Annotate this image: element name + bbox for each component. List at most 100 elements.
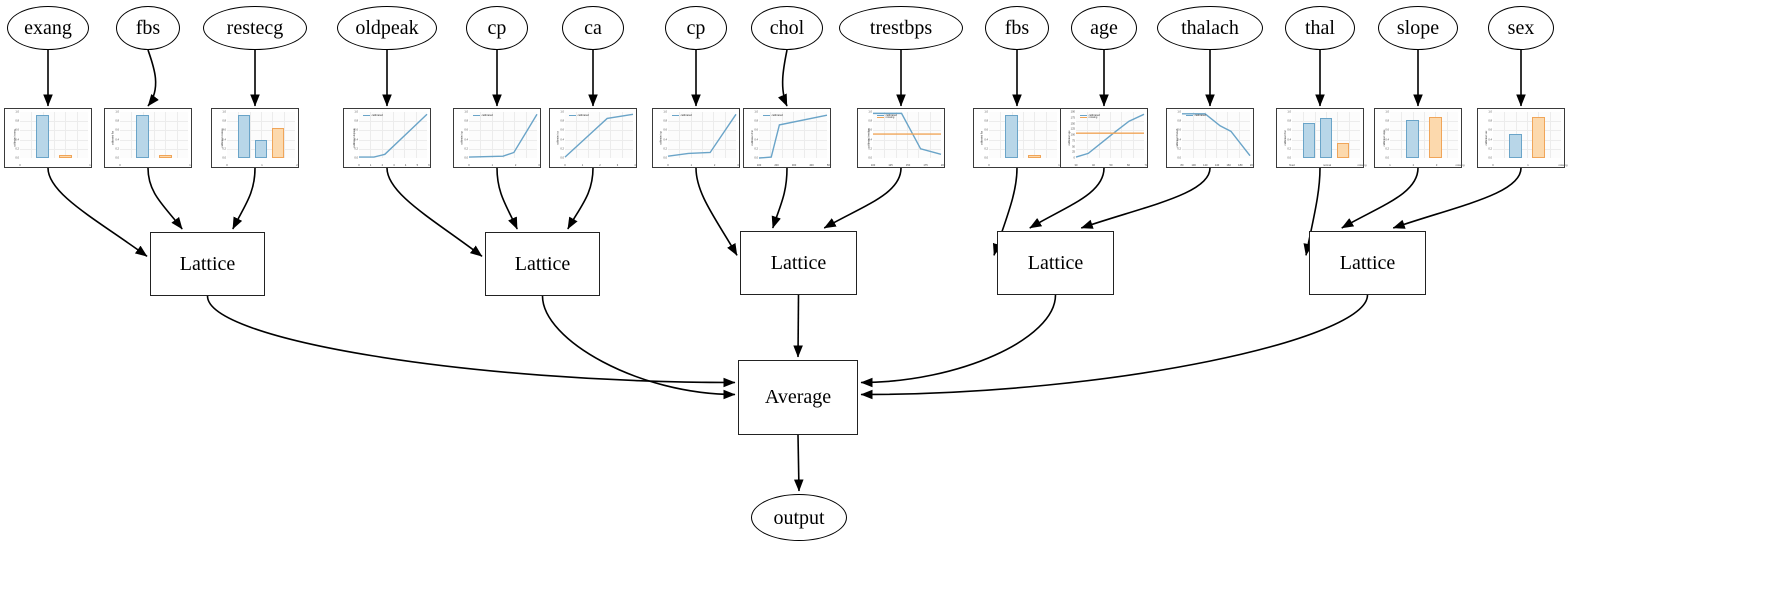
- y-tick: 0.2: [1488, 147, 1492, 151]
- feature-node-chol[interactable]: chol: [751, 6, 823, 50]
- edge-calibrator-to-lattice-exang-1: [47, 167, 148, 257]
- average-node[interactable]: Average: [738, 360, 858, 435]
- x-tick: 0: [564, 163, 566, 167]
- y-tick: 0.6: [663, 128, 667, 132]
- feature-node-oldpeak[interactable]: oldpeak: [337, 6, 437, 50]
- gridline-vertical: [576, 112, 577, 158]
- bar-1: [255, 139, 267, 158]
- y-tick: 0.8: [464, 119, 468, 123]
- edge-calibrator-to-lattice-ca-2: [567, 167, 594, 230]
- lattice-node-4[interactable]: Lattice: [997, 231, 1114, 295]
- y-tick: 0.4: [15, 138, 19, 142]
- feature-node-cp1[interactable]: cp: [466, 6, 528, 50]
- y-tick: 0.8: [984, 119, 988, 123]
- feature-label: thalach: [1181, 17, 1239, 39]
- x-tick: normal: [1323, 163, 1331, 167]
- y-tick: 0.2: [115, 147, 119, 151]
- gridline-vertical: [724, 112, 726, 158]
- gridline-vertical: [770, 112, 771, 158]
- feature-label: fbs: [1004, 17, 1030, 39]
- plot-area: calibrated: [759, 112, 827, 158]
- y-tick: 0.2: [1287, 147, 1291, 151]
- y-tick: 0.4: [1385, 138, 1389, 142]
- gridline-horizontal: [989, 148, 1057, 150]
- y-tick: 0.2: [1177, 147, 1181, 151]
- bar-0: [1005, 114, 1019, 158]
- y-tick: 1.0: [1177, 110, 1181, 114]
- gridline-vertical: [1193, 112, 1194, 158]
- gridline-vertical: [621, 112, 623, 158]
- x-tick: 5: [416, 163, 419, 167]
- feature-node-trestbps[interactable]: trestbps: [839, 6, 963, 50]
- x-tick: 0: [119, 163, 121, 167]
- gridline-vertical: [804, 112, 805, 158]
- gridline-horizontal: [359, 139, 427, 141]
- feature-node-thalach[interactable]: thalach: [1157, 6, 1263, 50]
- feature-label: cp: [686, 17, 706, 39]
- gridline-horizontal: [120, 148, 188, 150]
- edge-average-to-output: [793, 434, 804, 492]
- gridline-horizontal: [565, 121, 633, 122]
- x-tick: 0: [468, 163, 470, 167]
- gridline-vertical: [610, 112, 611, 158]
- feature-node-sex[interactable]: sex: [1488, 6, 1554, 50]
- legend-swatch: [569, 114, 577, 116]
- gridline-vertical: [1549, 112, 1551, 158]
- legend-label: missing: [1088, 116, 1098, 120]
- gridline-horizontal: [668, 121, 736, 122]
- gridline-vertical: [1238, 112, 1240, 158]
- gridline-vertical: [884, 112, 885, 158]
- line-series-layer: [1182, 112, 1250, 158]
- edge-calibrator-to-lattice-age-4: [1029, 167, 1105, 229]
- feature-node-cp2[interactable]: cp: [665, 6, 727, 50]
- x-tick: 500: [826, 163, 832, 167]
- feature-node-exang[interactable]: exang: [7, 6, 89, 50]
- edge-calibrator-to-lattice-fbs1-1: [147, 167, 183, 230]
- gridline-horizontal: [668, 148, 736, 150]
- legend-label: calibrated: [771, 113, 783, 117]
- y-tick: 0.6: [464, 128, 468, 132]
- x-tick: 1: [261, 163, 263, 167]
- lattice-node-3[interactable]: Lattice: [740, 231, 857, 295]
- feature-node-fbs2[interactable]: fbs: [985, 6, 1049, 50]
- x-tick: 160: [1226, 163, 1231, 167]
- lattice-node-1[interactable]: Lattice: [150, 232, 265, 296]
- lattice-node-5[interactable]: Lattice: [1309, 231, 1426, 295]
- y-tick: 0.6: [222, 128, 226, 132]
- feature-node-slope[interactable]: slope: [1378, 6, 1458, 50]
- output-node[interactable]: output: [751, 494, 847, 541]
- gridline-vertical: [815, 112, 817, 158]
- y-tick: 0.2: [868, 147, 872, 151]
- edge-lattice-to-average-4: [860, 294, 1057, 388]
- x-tick: 1: [369, 163, 372, 167]
- feature-label: restecg: [226, 17, 284, 39]
- edge-calibrator-to-lattice-sex-5: [1392, 167, 1522, 229]
- x-tick: 80: [1180, 163, 1184, 167]
- x-tick: 120: [1203, 163, 1208, 167]
- feature-label: thal: [1305, 17, 1335, 39]
- feature-node-age[interactable]: age: [1071, 6, 1137, 50]
- lattice-node-2[interactable]: Lattice: [485, 232, 600, 296]
- gridline-horizontal: [989, 130, 1057, 131]
- y-tick: 1.0: [868, 110, 872, 114]
- bar-0: [1406, 119, 1420, 158]
- plot-area: [120, 112, 188, 158]
- legend-swatch: [1080, 117, 1088, 119]
- y-tick: 0.0: [15, 156, 19, 160]
- gridline-vertical: [131, 112, 132, 158]
- feature-node-thal[interactable]: thal: [1285, 6, 1355, 50]
- gridline-vertical: [1527, 112, 1528, 158]
- y-tick: 0.6: [115, 128, 119, 132]
- feature-node-ca[interactable]: ca: [562, 6, 624, 50]
- feature-node-restecg[interactable]: restecg: [203, 6, 307, 50]
- gridline-vertical: [393, 112, 394, 158]
- legend-label: calibrated: [680, 113, 692, 117]
- gridline-vertical: [918, 112, 919, 158]
- gridline-vertical: [1314, 112, 1316, 158]
- x-tick: missing: [1357, 163, 1367, 167]
- line-series-layer: [565, 112, 633, 158]
- feature-node-fbs1[interactable]: fbs: [116, 6, 180, 50]
- y-tick: 1.0: [222, 110, 226, 114]
